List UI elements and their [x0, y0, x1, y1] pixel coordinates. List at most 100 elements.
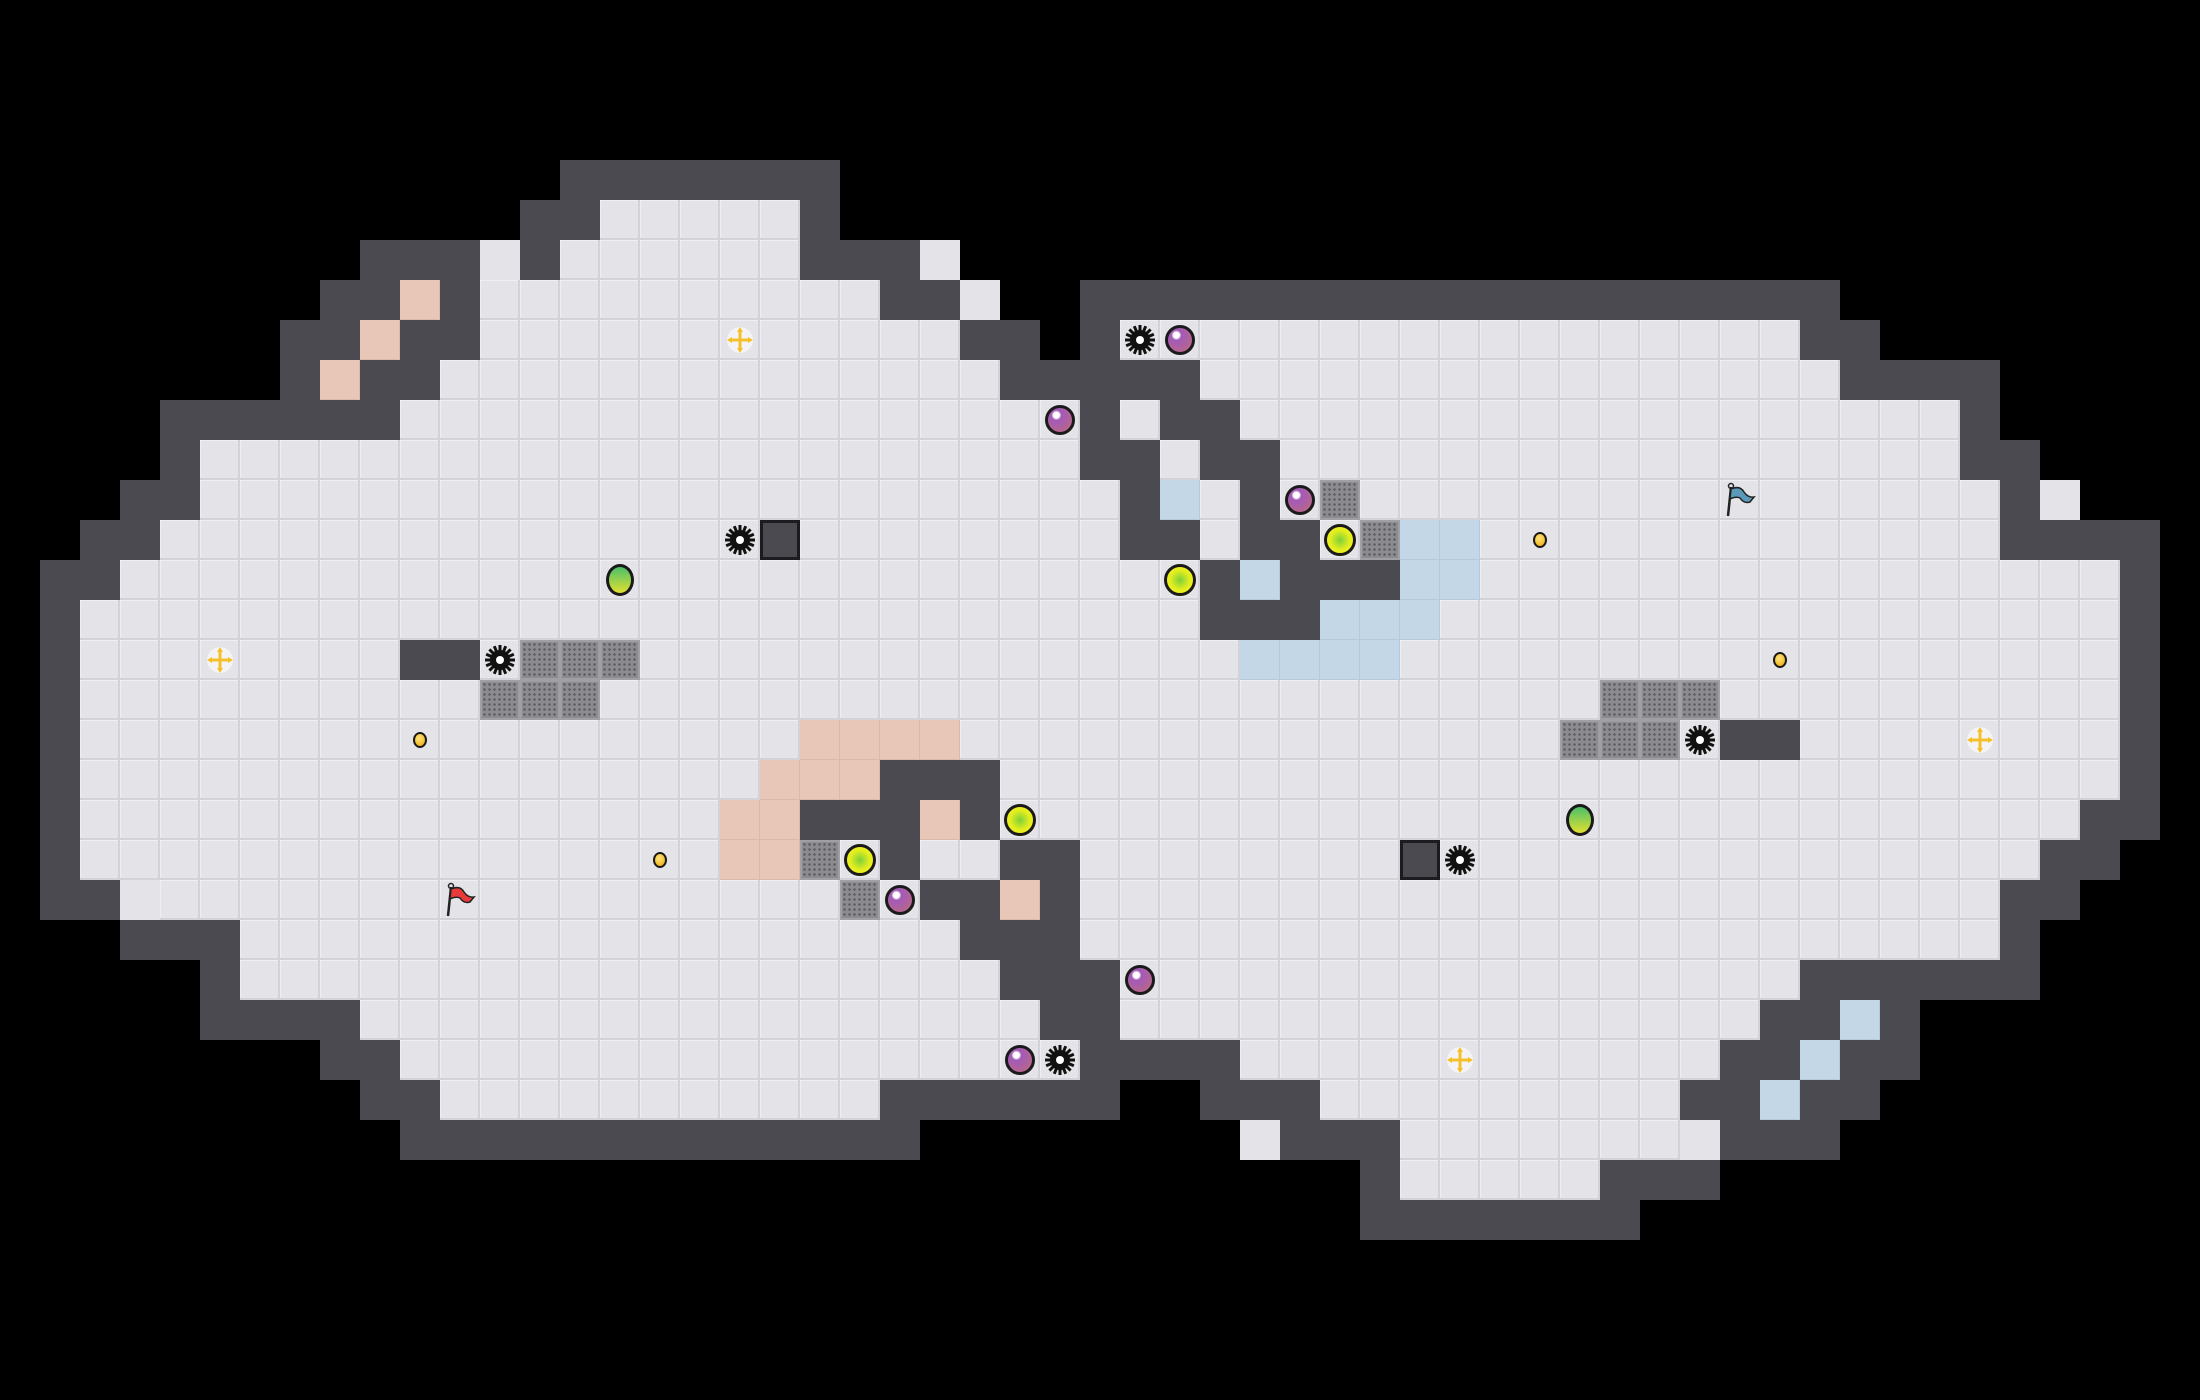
floor-tile[interactable]: [200, 560, 240, 600]
floor-tile[interactable]: [440, 440, 480, 480]
floor-tile[interactable]: [1080, 840, 1120, 880]
floor-tile[interactable]: [920, 840, 960, 880]
floor-tile[interactable]: [1920, 800, 1960, 840]
floor-tile[interactable]: [560, 520, 600, 560]
floor-tile[interactable]: [800, 480, 840, 520]
floor-tile[interactable]: [760, 640, 800, 680]
floor-tile[interactable]: [1240, 360, 1280, 400]
floor-tile[interactable]: [640, 320, 680, 360]
floor-tile[interactable]: [680, 720, 720, 760]
floor-tile[interactable]: [1920, 560, 1960, 600]
floor-tile[interactable]: [1400, 760, 1440, 800]
floor-tile[interactable]: [1200, 320, 1240, 360]
floor-tile[interactable]: [720, 760, 760, 800]
floor-tile[interactable]: [1120, 400, 1160, 440]
floor-tile[interactable]: [1240, 840, 1280, 880]
floor-tile[interactable]: [1920, 840, 1960, 880]
floor-tile[interactable]: [560, 360, 600, 400]
floor-tile[interactable]: [1360, 960, 1400, 1000]
ice-tile[interactable]: [1440, 520, 1480, 560]
floor-tile[interactable]: [1240, 880, 1280, 920]
floor-tile[interactable]: [1680, 800, 1720, 840]
floor-tile[interactable]: [1640, 960, 1680, 1000]
floor-tile[interactable]: [1120, 1000, 1160, 1040]
floor-tile[interactable]: [120, 560, 160, 600]
floor-tile[interactable]: [80, 800, 120, 840]
floor-tile[interactable]: [760, 480, 800, 520]
floor-tile[interactable]: [1680, 600, 1720, 640]
floor-tile[interactable]: [1880, 440, 1920, 480]
floor-tile[interactable]: [480, 840, 520, 880]
floor-tile[interactable]: [480, 520, 520, 560]
floor-tile[interactable]: [920, 240, 960, 280]
floor-tile[interactable]: [520, 1040, 560, 1080]
floor-tile[interactable]: [1720, 640, 1760, 680]
floor-tile[interactable]: [200, 520, 240, 560]
floor-tile[interactable]: [640, 1000, 680, 1040]
floor-tile[interactable]: [600, 920, 640, 960]
floor-tile[interactable]: [1400, 1000, 1440, 1040]
floor-tile[interactable]: [1120, 560, 1160, 600]
floor-tile[interactable]: [1880, 680, 1920, 720]
floor-tile[interactable]: [520, 600, 560, 640]
floor-tile[interactable]: [1720, 360, 1760, 400]
floor-tile[interactable]: [160, 800, 200, 840]
floor-tile[interactable]: [1160, 720, 1200, 760]
floor-tile[interactable]: [1640, 400, 1680, 440]
floor-tile[interactable]: [1680, 360, 1720, 400]
floor-tile[interactable]: [1880, 800, 1920, 840]
floor-tile[interactable]: [600, 880, 640, 920]
ice-tile[interactable]: [1320, 640, 1360, 680]
floor-tile[interactable]: [480, 240, 520, 280]
floor-tile[interactable]: [760, 320, 800, 360]
floor-tile[interactable]: [680, 560, 720, 600]
floor-tile[interactable]: [960, 560, 1000, 600]
floor-tile[interactable]: [1640, 360, 1680, 400]
floor-tile[interactable]: [920, 1000, 960, 1040]
floor-tile[interactable]: [1440, 960, 1480, 1000]
floor-tile[interactable]: [560, 480, 600, 520]
floor-tile[interactable]: [1720, 560, 1760, 600]
floor-tile[interactable]: [1920, 600, 1960, 640]
floor-tile[interactable]: [1160, 440, 1200, 480]
ice-tile[interactable]: [1840, 1000, 1880, 1040]
floor-tile[interactable]: [200, 840, 240, 880]
floor-tile[interactable]: [760, 280, 800, 320]
floor-tile[interactable]: [480, 600, 520, 640]
floor-tile[interactable]: [1520, 920, 1560, 960]
floor-tile[interactable]: [960, 1000, 1000, 1040]
grate-tile[interactable]: [560, 680, 600, 720]
floor-tile[interactable]: [640, 1080, 680, 1120]
floor-tile[interactable]: [1440, 360, 1480, 400]
floor-tile[interactable]: [1080, 720, 1120, 760]
floor-tile[interactable]: [1400, 1080, 1440, 1120]
floor-tile[interactable]: [1080, 520, 1120, 560]
floor-tile[interactable]: [600, 200, 640, 240]
floor-tile[interactable]: [680, 240, 720, 280]
floor-tile[interactable]: [440, 1000, 480, 1040]
floor-tile[interactable]: [840, 480, 880, 520]
floor-tile[interactable]: [720, 560, 760, 600]
grate-tile[interactable]: [1360, 520, 1400, 560]
floor-tile[interactable]: [1600, 320, 1640, 360]
floor-tile[interactable]: [680, 1040, 720, 1080]
floor-tile[interactable]: [1400, 320, 1440, 360]
peach-tile[interactable]: [920, 720, 960, 760]
floor-tile[interactable]: [680, 800, 720, 840]
floor-tile[interactable]: [1800, 600, 1840, 640]
floor-tile[interactable]: [1080, 480, 1120, 520]
floor-tile[interactable]: [1400, 680, 1440, 720]
floor-tile[interactable]: [1680, 440, 1720, 480]
floor-tile[interactable]: [1560, 320, 1600, 360]
floor-tile[interactable]: [1040, 440, 1080, 480]
floor-tile[interactable]: [1600, 560, 1640, 600]
floor-tile[interactable]: [1040, 520, 1080, 560]
floor-tile[interactable]: [1480, 1160, 1520, 1200]
floor-tile[interactable]: [2040, 800, 2080, 840]
grate-tile[interactable]: [1600, 720, 1640, 760]
floor-tile[interactable]: [520, 560, 560, 600]
floor-tile[interactable]: [320, 960, 360, 1000]
floor-tile[interactable]: [440, 680, 480, 720]
floor-tile[interactable]: [1480, 960, 1520, 1000]
floor-tile[interactable]: [240, 840, 280, 880]
